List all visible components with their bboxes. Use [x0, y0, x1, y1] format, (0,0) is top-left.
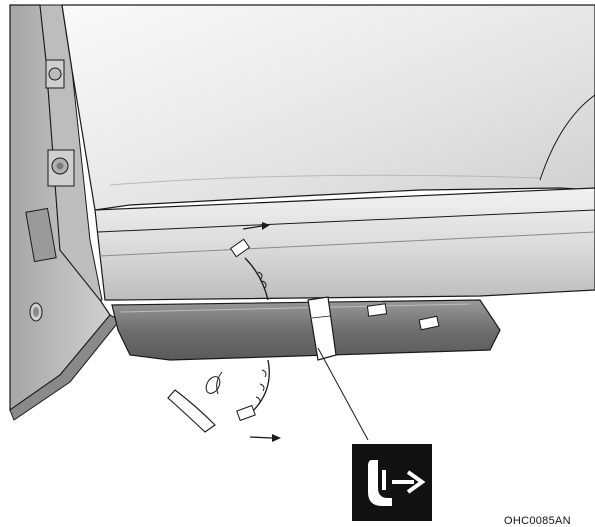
lower-clip [236, 359, 270, 422]
upper-clip [229, 238, 269, 301]
side-sill [94, 187, 595, 301]
arrow-icon [242, 222, 270, 230]
arrow-icon [249, 434, 281, 442]
removed-clip-pieces [167, 371, 223, 433]
pull-direction-icon [352, 444, 432, 521]
door-jamb [9, 4, 121, 421]
trim-clip [418, 315, 440, 331]
sill-trim-molding [111, 299, 501, 361]
door-panel [61, 4, 595, 211]
retainer-strap [307, 296, 337, 361]
leader-line [317, 347, 369, 441]
trim-clip [366, 303, 388, 317]
figure-code: OHC0085AN [504, 515, 571, 527]
